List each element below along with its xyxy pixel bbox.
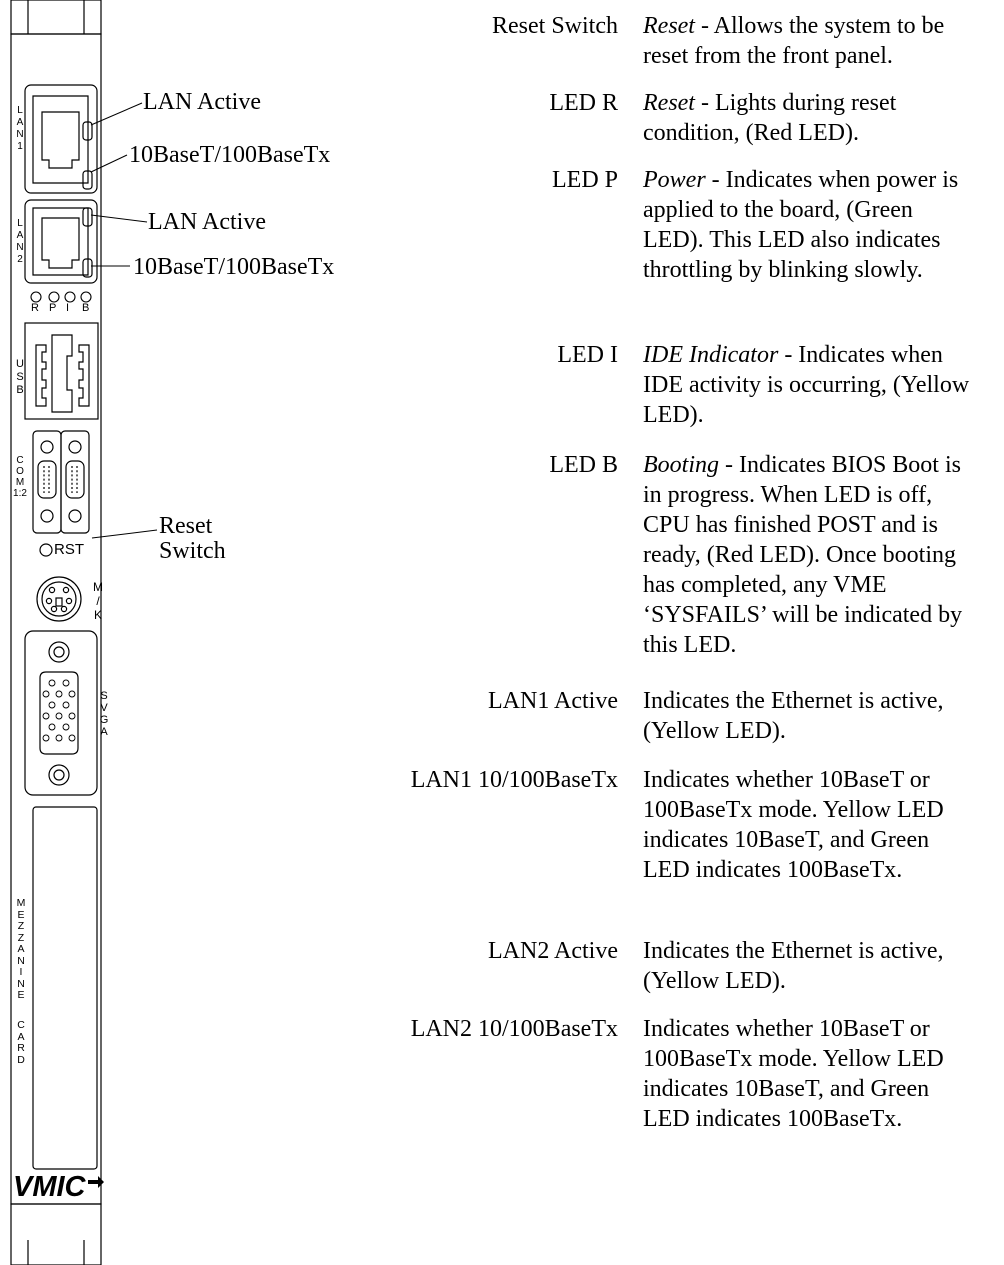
definition-row: LAN2 10/100BaseTx Indicates whether 10Ba… bbox=[370, 1014, 1002, 1134]
led-letter: B bbox=[82, 302, 90, 314]
front-panel-diagram: VMIC bbox=[10, 0, 104, 1265]
panel-label-char: D bbox=[17, 1053, 25, 1066]
panel-label-char: A bbox=[16, 230, 24, 241]
panel-label-char: Z bbox=[17, 931, 25, 944]
led-letter: R bbox=[31, 302, 39, 314]
panel-label-char: 1 bbox=[17, 141, 23, 152]
panel-label-char: R bbox=[17, 1042, 25, 1054]
definition-row: LAN1 10/100BaseTx Indicates whether 10Ba… bbox=[370, 765, 1002, 885]
reset-button bbox=[39, 543, 53, 557]
definition-row: Reset Switch Reset - Allows the system t… bbox=[370, 11, 1002, 71]
panel-label-char: C bbox=[17, 1019, 25, 1031]
panel-label-char: C bbox=[16, 455, 24, 466]
mezzanine-card-slot bbox=[32, 806, 98, 1170]
svg-text:VMIC: VMIC bbox=[13, 1171, 87, 1203]
callout-lines bbox=[90, 102, 158, 539]
definition-row: LAN2 Active Indicates the Ethernet is ac… bbox=[370, 936, 1002, 996]
panel-label-char: S bbox=[100, 690, 108, 702]
panel-label-char: U bbox=[16, 358, 24, 370]
panel-label-char: A bbox=[17, 1030, 25, 1043]
usb-connector bbox=[24, 322, 99, 420]
definition-description: Indicates the Ethernet is active, (Yello… bbox=[643, 688, 944, 744]
definition-row: LED I IDE Indicator - Indicates when IDE… bbox=[370, 340, 1002, 430]
panel-label-char: / bbox=[96, 594, 100, 608]
panel-label-char: 2 bbox=[17, 254, 23, 265]
definition-row: LED R Reset - Lights during reset condit… bbox=[370, 88, 1002, 148]
definition-term: LED I bbox=[557, 342, 618, 368]
definition-description: Booting - Indicates BIOS Boot is in prog… bbox=[643, 452, 963, 658]
panel-label-char: K bbox=[93, 608, 102, 622]
panel-label-char: L bbox=[17, 218, 23, 229]
lan2-connector bbox=[24, 199, 98, 284]
panel-label-char: N bbox=[17, 977, 25, 990]
panel-label-char: A bbox=[17, 943, 25, 955]
definition-description: Reset - Lights during reset condition, (… bbox=[643, 90, 897, 146]
definition-term: LAN1 Active bbox=[488, 688, 618, 714]
definition-description: IDE Indicator - Indicates when IDE activ… bbox=[643, 342, 970, 428]
definition-term: LED B bbox=[549, 452, 618, 478]
lan2-active-callout: LAN Active bbox=[148, 209, 266, 235]
definition-description: Indicates whether 10BaseT or 100BaseTx m… bbox=[643, 1016, 944, 1132]
panel-label-char: A bbox=[100, 726, 108, 738]
panel-label-char: E bbox=[17, 908, 25, 921]
led-letter: P bbox=[49, 302, 57, 314]
com-ports bbox=[32, 430, 90, 534]
panel-label-char: I bbox=[19, 966, 23, 978]
mk-label-vertical: M/K bbox=[92, 580, 104, 622]
definition-term: LAN2 Active bbox=[488, 938, 618, 964]
panel-label-char: A bbox=[16, 117, 24, 128]
panel-label-char: B bbox=[16, 384, 24, 396]
definition-description: Reset - Allows the system to be reset fr… bbox=[643, 13, 945, 69]
definition-description: Indicates whether 10BaseT or 100BaseTx m… bbox=[643, 767, 944, 883]
definition-term: Reset Switch bbox=[492, 13, 618, 39]
panel-label-char: E bbox=[17, 989, 25, 1001]
panel-label-char: N bbox=[16, 242, 24, 253]
panel-label-char: S bbox=[16, 371, 24, 383]
panel-label-char: L bbox=[17, 105, 23, 116]
panel-label-char: M bbox=[15, 477, 25, 488]
definition-term: LAN2 10/100BaseTx bbox=[410, 1016, 618, 1042]
lan2-speed-callout: 10BaseT/100BaseTx bbox=[133, 254, 335, 280]
lan1-active-callout: LAN Active bbox=[143, 89, 261, 115]
mouse-keyboard-connector bbox=[36, 576, 82, 622]
vmic-logo: VMIC bbox=[13, 1171, 104, 1203]
panel-label-char: G bbox=[99, 714, 109, 726]
panel-label-char: 1:2 bbox=[13, 488, 27, 499]
definition-row: LED B Booting - Indicates BIOS Boot is i… bbox=[370, 450, 1002, 660]
lan1-connector bbox=[24, 84, 98, 194]
definition-term: LED P bbox=[552, 167, 618, 193]
panel-label-char: M bbox=[16, 897, 26, 909]
svga-connector bbox=[24, 630, 98, 796]
definition-description: Power - Indicates when power is applied … bbox=[643, 167, 959, 283]
panel-label-char: N bbox=[16, 129, 24, 140]
rst-label: RST bbox=[54, 541, 84, 558]
panel-label-char: N bbox=[17, 954, 25, 967]
definition-term: LED R bbox=[549, 90, 618, 116]
panel-label-char: Z bbox=[17, 920, 25, 932]
lan1-speed-callout: 10BaseT/100BaseTx bbox=[129, 142, 331, 168]
panel-label-char: V bbox=[100, 702, 108, 714]
definition-description: Indicates the Ethernet is active, (Yello… bbox=[643, 938, 944, 994]
panel-label-char: O bbox=[16, 466, 24, 477]
reset-switch-callout: Reset Switch bbox=[159, 513, 226, 564]
led-letter: I bbox=[66, 302, 70, 314]
led-indicators bbox=[30, 291, 92, 303]
panel-label-char: M bbox=[93, 580, 103, 594]
definition-term: LAN1 10/100BaseTx bbox=[410, 767, 618, 793]
definition-row: LAN1 Active Indicates the Ethernet is ac… bbox=[370, 686, 1002, 746]
definition-row: LED P Power - Indicates when power is ap… bbox=[370, 165, 1002, 285]
